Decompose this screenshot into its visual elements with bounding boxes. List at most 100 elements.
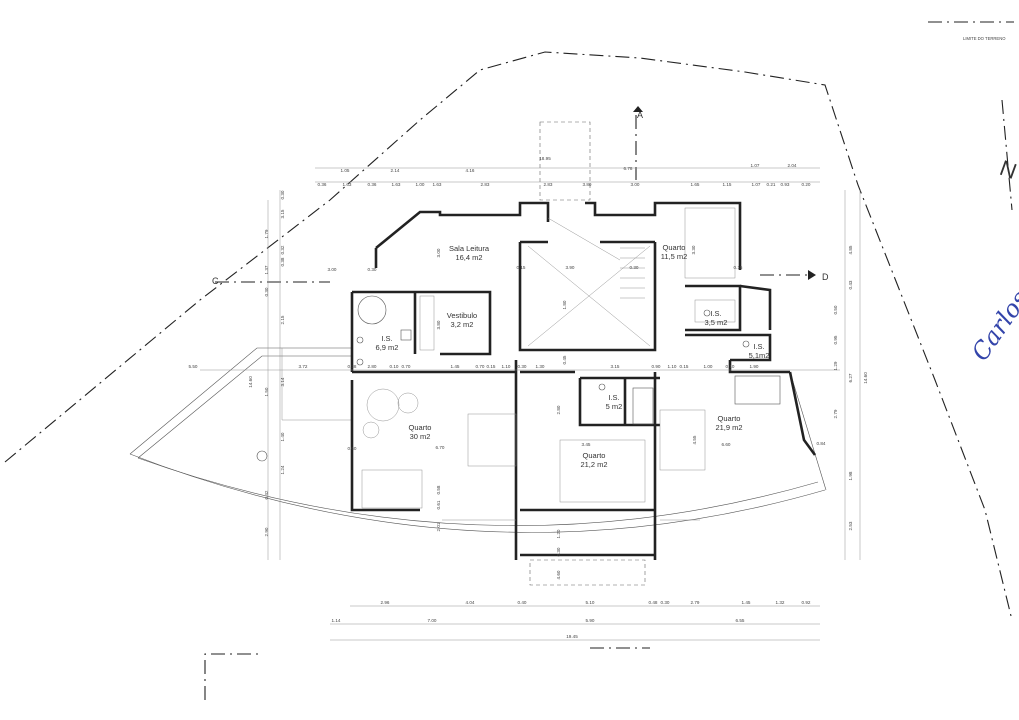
dim-label: 0.93 [781,182,790,187]
room-quarto-e: Quarto 21,9 m2 [715,414,742,432]
dim-label: 1.00 [416,182,425,187]
dimension-lines [200,167,861,641]
dim-label: 0.70 [402,364,411,369]
dim-label: 0.70 [476,364,485,369]
dim-label: 3.00 [436,248,441,257]
dim-label: 2.80 [556,405,561,414]
room-name: Quarto [718,414,741,423]
dim-label: 1.07 [752,182,761,187]
dim-label: 2.01 [436,522,441,531]
dim-label: 1.50 [264,387,269,396]
dim-label: 1.10 [668,364,677,369]
dim-label: 6.55 [736,618,745,623]
dim-label: 1.63 [433,182,442,187]
dim-label: 0.84 [817,441,826,446]
dim-label: 6.60 [722,442,731,447]
room-name: Quarto [409,423,432,432]
dim-label: 6.78 [624,166,633,171]
dim-label: 0.90 [652,364,661,369]
dim-label: 0.38 [280,257,285,266]
dim-label: 0.32 [280,245,285,254]
dim-label: 2.04 [788,163,797,168]
dim-label: 0.58 [436,485,441,494]
dim-label: 3.90 [566,265,575,270]
dim-label: 0.48 [649,600,658,605]
dim-label: 1.00 [704,364,713,369]
dim-label: 2.79 [833,409,838,418]
room-name: Vestibulo [447,311,477,320]
dim-label: 0.30 [630,265,639,270]
room-name: I.S. [710,309,721,318]
room-name: Quarto [663,243,686,252]
dim-label: 3.80 [436,320,441,329]
dim-label: 3.00 [328,267,337,272]
room-area: 21,9 m2 [715,423,742,432]
dim-label: 18.95 [539,156,551,161]
dim-label: 3.14 [280,377,285,386]
dim-label: 0.61 [436,500,441,509]
dim-label: 2.53 [848,521,853,530]
room-name: I.S. [753,342,764,351]
dim-label: 1.63 [392,182,401,187]
room-is-ne: I.S. 3,5 m2 [705,309,728,327]
stair-void [442,121,700,586]
room-name: I.S. [381,334,392,343]
dim-label: 0.95 [833,335,838,344]
legend-limit-label: LIMITE DO TERRENO [963,36,1006,41]
dim-label: 2.96 [381,600,390,605]
dim-label: 7.00 [428,618,437,623]
section-marker-c: C [212,276,219,286]
dim-label: 2.79 [691,600,700,605]
dim-label: 0.15 [680,364,689,369]
dim-label: 14.60 [863,372,868,384]
section-arrow-a [633,106,643,112]
dim-label: 5.10 [586,600,595,605]
section-marker-d: D [822,272,829,282]
dim-label: 1.30 [536,364,545,369]
room-area: 16,4 m2 [455,253,482,262]
dim-label: 0.60 [348,446,357,451]
room-is-left: I.S. 6,9 m2 [376,334,399,352]
room-is-e: I.S. 5,1m2 [749,342,770,360]
dim-label: 4.55 [692,435,697,444]
dim-label: 14.60 [248,376,253,388]
dim-label: 19.45 [566,634,578,639]
dim-label: 0.45 [562,355,567,364]
dim-label: 2.90 [264,527,269,536]
curved-terrace [129,347,827,533]
dim-label: 0.10 [390,364,399,369]
north-arrow: N [997,155,1019,184]
room-name: Sala Leitura [449,244,490,253]
dim-label: 0.20 [802,182,811,187]
dim-label: 1.24 [280,465,285,474]
room-sala-leitura: Sala Leitura 16,4 m2 [449,244,490,262]
dim-label: 1.29 [833,361,838,370]
dim-label: 1.90 [750,364,759,369]
dim-label: 1.07 [751,163,760,168]
room-name: Quarto [583,451,606,460]
room-area: 3,5 m2 [705,318,728,327]
room-area: 3,2 m2 [451,320,474,329]
dimension-text: 1.05 2.14 4.16 18.95 6.78 1.07 2.04 0.36… [189,156,868,639]
dim-label: 6.70 [436,445,445,450]
dim-label: 1.20 [556,529,561,538]
dim-label: 1.14 [332,618,341,623]
dim-label: 4.16 [466,168,475,173]
room-area: 21,2 m2 [580,460,607,469]
dim-label: 0.15 [734,265,743,270]
dim-label: 2.83 [481,182,490,187]
dim-label: 4.85 [848,245,853,254]
section-arrow-d [808,270,816,280]
dim-label: 1.05 [341,168,350,173]
dim-label: 0.10 [726,364,735,369]
handwritten-annotation: Carlos [966,285,1019,365]
dim-label: 0.92 [802,600,811,605]
dim-label: 1.32 [776,600,785,605]
dim-label: 0.42 [264,490,269,499]
room-is-mid: I.S. 5 m2 [606,393,623,411]
room-area: 5,1m2 [749,351,770,360]
dim-label: 1.40 [280,432,285,441]
dim-label: 0.30 [518,364,527,369]
legend: LIMITE DO TERRENO [928,21,1014,41]
dim-label: 3.45 [582,442,591,447]
